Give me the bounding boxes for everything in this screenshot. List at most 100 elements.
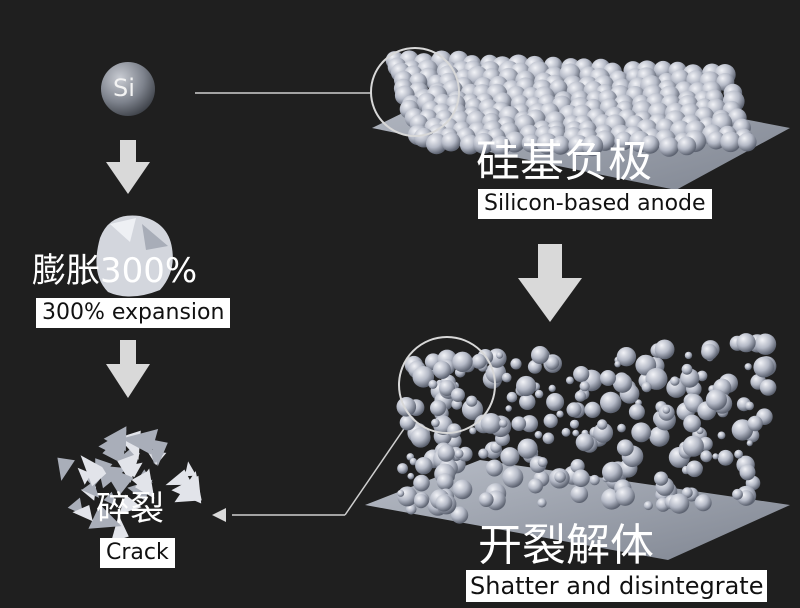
particle-sphere: [502, 466, 524, 488]
silicon-symbol: Si: [113, 74, 135, 102]
particle-sphere: [426, 133, 447, 155]
particle-sphere: [554, 471, 566, 483]
particle-shard: [184, 461, 197, 477]
particle-sphere: [505, 405, 512, 412]
expansion-label-en: 300% expansion: [36, 298, 231, 328]
particle-sphere: [597, 419, 608, 430]
particle-sphere: [694, 494, 712, 512]
particle-sphere: [451, 506, 469, 524]
particle-sphere: [628, 403, 645, 420]
particle-sphere: [654, 471, 669, 486]
particle-sphere: [569, 419, 579, 429]
particle-shard: [117, 452, 140, 483]
particle-sphere: [435, 494, 453, 512]
particle-sphere: [615, 486, 635, 506]
silicon-atom: [101, 62, 155, 116]
particle-sphere: [413, 474, 430, 492]
particle-sphere: [572, 469, 590, 488]
particle-sphere: [519, 393, 536, 410]
particle-sphere: [641, 135, 660, 154]
particle-sphere: [593, 422, 614, 443]
anode-spheres: [385, 50, 757, 157]
particle-sphere: [617, 423, 626, 433]
particle-sphere: [574, 390, 587, 402]
particle-sphere: [454, 449, 464, 459]
particle-sphere: [701, 343, 718, 361]
result-title-cn: 开裂解体: [478, 520, 654, 571]
pointer-left-icon: [212, 508, 226, 522]
particle-sphere: [430, 400, 446, 416]
particle-sphere: [517, 438, 538, 459]
particle-sphere: [681, 363, 693, 375]
particle-sphere: [534, 431, 543, 439]
particle-shard: [174, 471, 202, 503]
particle-sphere: [473, 132, 494, 154]
particle-sphere: [542, 432, 555, 445]
particle-sphere: [548, 384, 556, 392]
particle-shard: [57, 457, 75, 481]
particle-sphere: [561, 427, 571, 437]
arrow-down-1-icon: [106, 140, 150, 194]
particle-sphere: [397, 489, 405, 497]
particle-sphere: [516, 375, 537, 397]
particle-sphere: [496, 351, 504, 359]
result-spheres: [396, 333, 777, 524]
particle-sphere: [600, 370, 616, 386]
particle-sphere: [614, 361, 621, 368]
particle-sphere: [405, 504, 417, 515]
particle-sphere: [452, 351, 473, 372]
particle-sphere: [739, 464, 756, 481]
particle-sphere: [397, 463, 408, 474]
particle-sphere: [407, 472, 415, 480]
particle-sphere: [579, 381, 590, 392]
cracked-particle: [57, 426, 202, 543]
particle-sphere: [669, 493, 690, 514]
particle-sphere: [645, 367, 668, 390]
particle-sphere: [431, 418, 440, 428]
particle-shard: [81, 481, 100, 498]
anode-title-en: Silicon-based anode: [478, 189, 712, 219]
particle-sphere: [684, 351, 693, 360]
arrow-down-2-icon: [106, 340, 150, 398]
particle-sphere: [717, 449, 734, 466]
particle-sphere: [447, 423, 462, 438]
particle-shard: [103, 491, 118, 507]
particle-sphere: [720, 131, 741, 153]
crack-label-en: Crack: [100, 538, 175, 568]
particle-sphere: [500, 447, 520, 467]
particle-sphere: [600, 391, 622, 414]
particle-sphere: [753, 356, 775, 378]
particle-shard: [103, 426, 127, 452]
particle-shard: [80, 455, 110, 487]
particle-sphere: [415, 457, 433, 475]
arrow-down-3-icon: [518, 244, 582, 322]
particle-sphere: [737, 132, 757, 152]
particle-sphere: [566, 402, 582, 418]
particle-sphere: [616, 439, 634, 457]
particle-shard: [149, 449, 165, 464]
particle-sphere: [575, 433, 594, 452]
particle-sphere: [506, 391, 518, 403]
particle-sphere: [754, 333, 777, 355]
particle-sphere: [436, 473, 454, 490]
particle-sphere: [686, 460, 703, 478]
particle-sphere: [584, 401, 601, 418]
particle-sphere: [643, 501, 653, 511]
particle-sphere: [572, 429, 579, 437]
particle-sphere: [759, 379, 777, 396]
particle-sphere: [641, 382, 652, 393]
particle-sphere: [744, 363, 752, 371]
particle-sphere: [696, 370, 708, 382]
expanded-particle: [96, 215, 173, 297]
particle-sphere: [433, 361, 451, 379]
particle-sphere: [734, 449, 743, 459]
particle-sphere: [682, 435, 704, 457]
particle-sphere: [556, 410, 564, 418]
particle-sphere: [439, 380, 455, 396]
particle-sphere: [466, 395, 478, 407]
particle-sphere: [654, 339, 675, 360]
particle-sphere: [543, 413, 558, 428]
particle-sphere: [649, 426, 670, 447]
